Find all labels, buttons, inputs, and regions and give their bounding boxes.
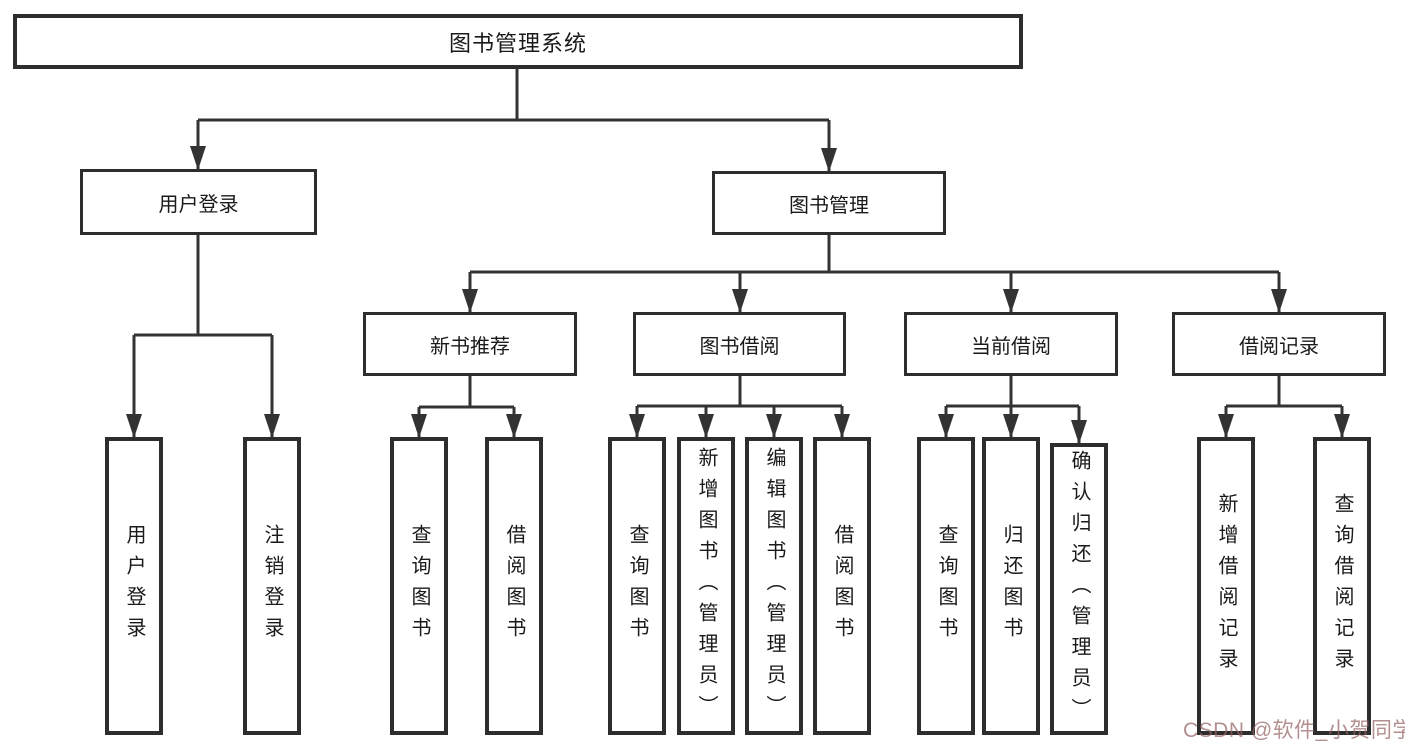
- node-label: 新增图书（管理员）: [695, 446, 717, 726]
- node-label: 用户登录: [123, 524, 145, 648]
- leaf-user-login: 用户登录: [105, 437, 163, 735]
- leaf-borrow-books-recommend: 借阅图书: [485, 437, 543, 735]
- node-label: 归还图书: [1000, 524, 1022, 648]
- node-current-borrow: 当前借阅: [904, 312, 1118, 376]
- node-label: 图书管理系统: [448, 30, 587, 56]
- leaf-edit-book-admin: 编辑图书（管理员）: [745, 437, 803, 735]
- leaf-query-books-borrow: 查询图书: [608, 437, 666, 735]
- node-label: 编辑图书（管理员）: [763, 446, 785, 726]
- node-label: 查询图书: [626, 524, 648, 648]
- leaf-add-borrow-record: 新增借阅记录: [1197, 437, 1255, 735]
- node-label: 用户登录: [158, 193, 239, 216]
- leaf-query-borrow-record: 查询借阅记录: [1313, 437, 1371, 735]
- leaf-query-books-recommend: 查询图书: [390, 437, 448, 735]
- node-label: 新增借阅记录: [1215, 493, 1237, 679]
- node-label: 借阅图书: [503, 524, 525, 648]
- leaf-logout: 注销登录: [243, 437, 301, 735]
- node-user-login: 用户登录: [80, 169, 317, 235]
- csdn-watermark: CSDN @软件_小贺同学: [1183, 719, 1405, 742]
- node-book-management: 图书管理: [712, 171, 946, 235]
- node-label: 新书推荐: [430, 335, 510, 358]
- leaf-return-book: 归还图书: [982, 437, 1040, 735]
- node-label: 确认归还（管理员）: [1068, 449, 1090, 729]
- leaf-confirm-return-admin: 确认归还（管理员）: [1050, 443, 1108, 735]
- node-borrow-records: 借阅记录: [1172, 312, 1386, 376]
- leaf-query-books-current: 查询图书: [917, 437, 975, 735]
- node-book-borrow: 图书借阅: [633, 312, 846, 376]
- node-label: 查询图书: [935, 524, 957, 648]
- node-label: 查询借阅记录: [1331, 493, 1353, 679]
- node-label: 查询图书: [408, 524, 430, 648]
- node-label: 图书借阅: [699, 335, 780, 358]
- node-label: 图书管理: [789, 194, 869, 217]
- node-library-system: 图书管理系统: [13, 14, 1023, 69]
- node-label: 借阅图书: [831, 524, 853, 648]
- node-label: 当前借阅: [971, 335, 1051, 358]
- leaf-add-book-admin: 新增图书（管理员）: [677, 437, 735, 735]
- node-label: 借阅记录: [1239, 335, 1319, 358]
- node-new-book-recommend: 新书推荐: [363, 312, 577, 376]
- node-label: 注销登录: [261, 524, 283, 648]
- leaf-borrow-books: 借阅图书: [813, 437, 871, 735]
